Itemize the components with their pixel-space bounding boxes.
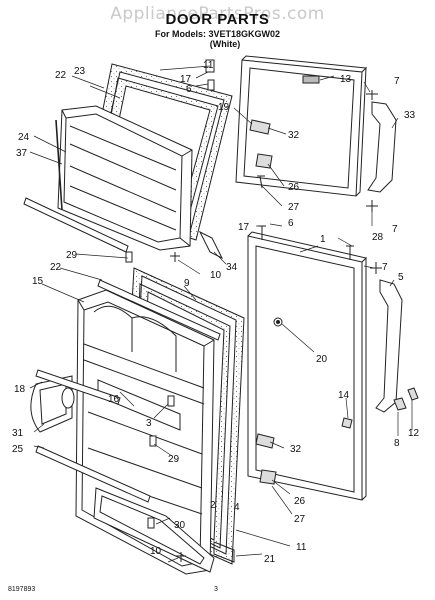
callout-label: 7	[394, 76, 400, 87]
callout-label: 22	[55, 70, 67, 81]
callout-label: 9	[184, 278, 190, 289]
callout-label: 11	[296, 542, 307, 553]
callout-label: 30	[174, 520, 186, 531]
callout-label: 26	[288, 182, 300, 193]
callout-label: 15	[32, 276, 44, 287]
callout-label: 19	[218, 102, 230, 113]
model-color: (White)	[209, 39, 241, 49]
freezer-breaker-strip	[198, 230, 224, 260]
door-shelf-25	[35, 445, 151, 503]
callout-label: 7	[392, 224, 398, 235]
callout-label: 32	[288, 130, 300, 141]
fresh-food-handle	[375, 279, 403, 413]
callout-label: 32	[290, 444, 302, 455]
callout-label: 5	[398, 272, 404, 283]
leader-lines	[29, 65, 413, 563]
callout-label: 10	[210, 270, 222, 281]
callout-label: 13	[340, 74, 352, 85]
callout-label: 18	[14, 384, 26, 395]
callout-label: 3	[146, 418, 152, 429]
page-number: 3	[214, 586, 218, 593]
freezer-handle	[367, 101, 397, 193]
callout-label: 16	[108, 394, 120, 405]
callout-label: 37	[16, 148, 28, 159]
callout-label: 25	[12, 444, 24, 455]
callout-label: 26	[294, 496, 306, 507]
callout-label: 17	[180, 74, 192, 85]
callout-label: 27	[288, 202, 300, 213]
callout-label: 8	[394, 438, 400, 449]
fresh-food-outer-door	[247, 231, 367, 501]
fresh-food-shelf-bar	[97, 279, 221, 341]
callout-label: 6	[186, 84, 192, 95]
callout-labels: 11 23 22 17 6 13 7 19 32 33 24 37 26 27 …	[12, 60, 420, 565]
models-line: For Models: 3VET18GKGW02	[154, 29, 281, 39]
callout-label: 34	[226, 262, 238, 273]
callout-label: 2	[210, 500, 216, 511]
callout-label: 27	[294, 514, 306, 525]
callout-label: 10	[150, 546, 162, 557]
breaker-strip-21	[213, 541, 235, 563]
callout-label: 23	[74, 66, 86, 77]
callout-label: 31	[12, 428, 24, 439]
callout-label: 6	[288, 218, 294, 229]
callout-label: 17	[238, 222, 250, 233]
watermark: AppliancePartsPros.com	[110, 4, 325, 24]
dairy-compartment	[30, 369, 121, 433]
door-rail-bottom	[93, 487, 215, 573]
model-label-13	[302, 75, 320, 84]
callout-label: 29	[66, 250, 78, 261]
page-title: DOOR PARTS	[165, 11, 270, 28]
fresh-food-hardware	[125, 225, 419, 562]
document-number: 8197893	[8, 586, 36, 593]
callout-label: 12	[408, 428, 420, 439]
callout-label: 4	[234, 502, 240, 513]
callout-label: 20	[316, 354, 328, 365]
callout-label: 33	[404, 110, 416, 121]
callout-label: 1	[320, 234, 326, 245]
callout-label: 14	[338, 390, 350, 401]
callout-label: 11	[203, 60, 214, 71]
freezer-door-liner	[55, 105, 193, 251]
callout-label: 7	[382, 262, 388, 273]
callout-label: 24	[18, 132, 30, 143]
callout-label: 29	[168, 454, 180, 465]
door-rail-inner	[99, 495, 205, 565]
callout-label: 21	[264, 554, 276, 565]
callout-label: 28	[372, 232, 384, 243]
callout-label: 22	[50, 262, 62, 273]
